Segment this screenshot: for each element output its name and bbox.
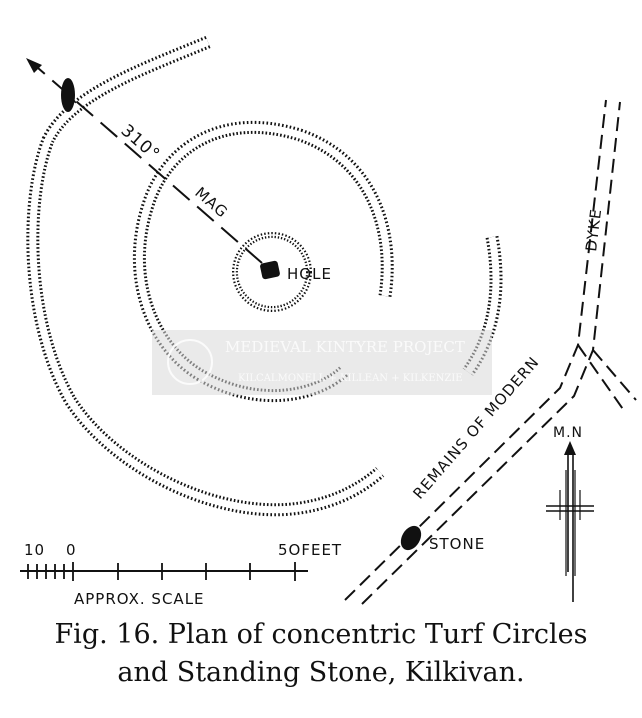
bearing-line — [26, 58, 263, 264]
dyke-label-dyke: DYKE — [582, 207, 605, 252]
hole-label: HOLE — [287, 265, 332, 283]
watermark-logo — [167, 339, 213, 385]
scale-label-0: 0 — [66, 541, 77, 559]
modern-dyke — [344, 99, 637, 605]
stone-label: STONE — [429, 535, 485, 553]
inner-circle — [232, 232, 312, 312]
bearing-mag-label: MAG — [191, 183, 231, 221]
scale-caption: APPROX. SCALE — [74, 590, 205, 608]
watermark-line2: KILCALMONELL + KILLEAN + KILKENZIE — [238, 373, 463, 384]
hole-marker — [260, 260, 280, 280]
outer-turf-circle — [26, 35, 385, 517]
scale-label-10: 10 — [24, 541, 45, 559]
watermark-line1: MEDIEVAL KINTYRE PROJECT — [225, 338, 465, 356]
figure-caption-line2: and Standing Stone, Kilkivan. — [117, 657, 525, 688]
figure-caption-line1: Fig. 16. Plan of concentric Turf Circles — [54, 619, 588, 650]
north-label: M.N — [553, 425, 583, 441]
scale-label-50: 5OFEET — [278, 541, 342, 559]
standing-stone-south — [400, 525, 422, 551]
watermark: MEDIEVAL KINTYRE PROJECT KILCALMONELL + … — [152, 330, 492, 395]
scale-bar: 10 0 5OFEET APPROX. SCALE — [20, 541, 342, 608]
standing-stone-north — [61, 78, 75, 112]
north-arrow: M.N — [546, 425, 594, 602]
bearing-degree-label: 310° — [117, 121, 164, 166]
